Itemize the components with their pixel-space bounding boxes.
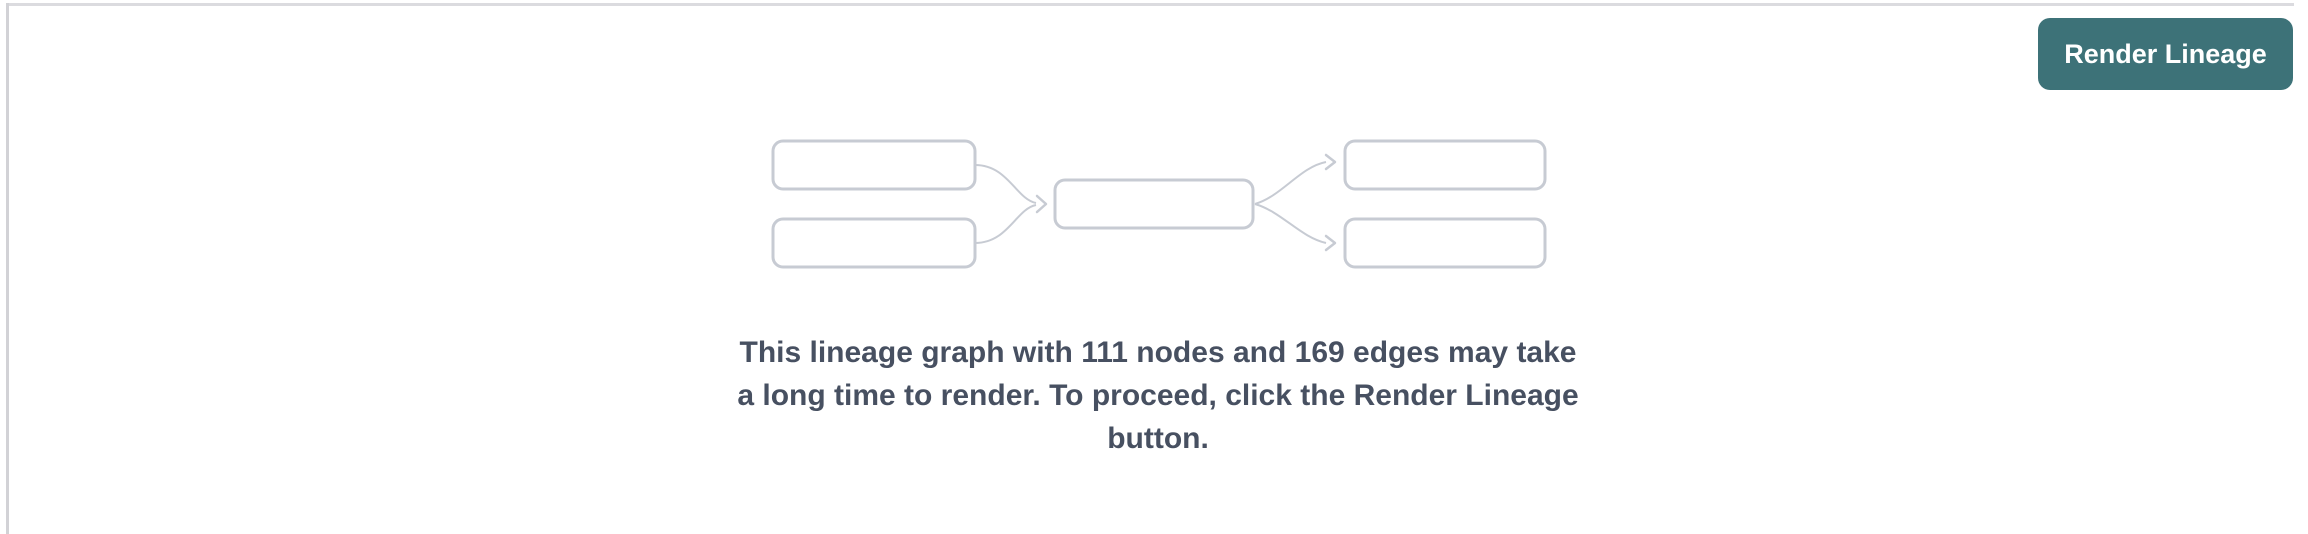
message-line: button. [1107,422,1209,455]
placeholder-node [1343,139,1547,191]
render-lineage-button[interactable]: Render Lineage [2038,18,2293,90]
edge-path [974,164,1037,204]
placeholder-node [771,139,977,191]
edge-path [974,204,1037,244]
arrowhead-icon [1324,153,1337,171]
message-line: a long time to render. To proceed, click… [737,379,1579,412]
lineage-empty-state: This lineage graph with 111 nodes and 16… [8,139,2308,460]
arrowhead-icon [1324,234,1337,252]
placeholder-node [1343,217,1547,269]
lineage-placeholder-diagram [771,139,1547,269]
lineage-warning-message: This lineage graph with 111 nodes and 16… [737,331,1578,460]
edge-path [1254,161,1327,205]
pane-left-border [6,3,9,534]
message-line: This lineage graph with 111 nodes and 16… [739,336,1577,369]
edge-path [1254,203,1327,244]
placeholder-node [771,217,977,269]
placeholder-node [1053,178,1255,230]
arrowhead-icon [1035,194,1048,214]
pane-top-border [8,3,2294,6]
